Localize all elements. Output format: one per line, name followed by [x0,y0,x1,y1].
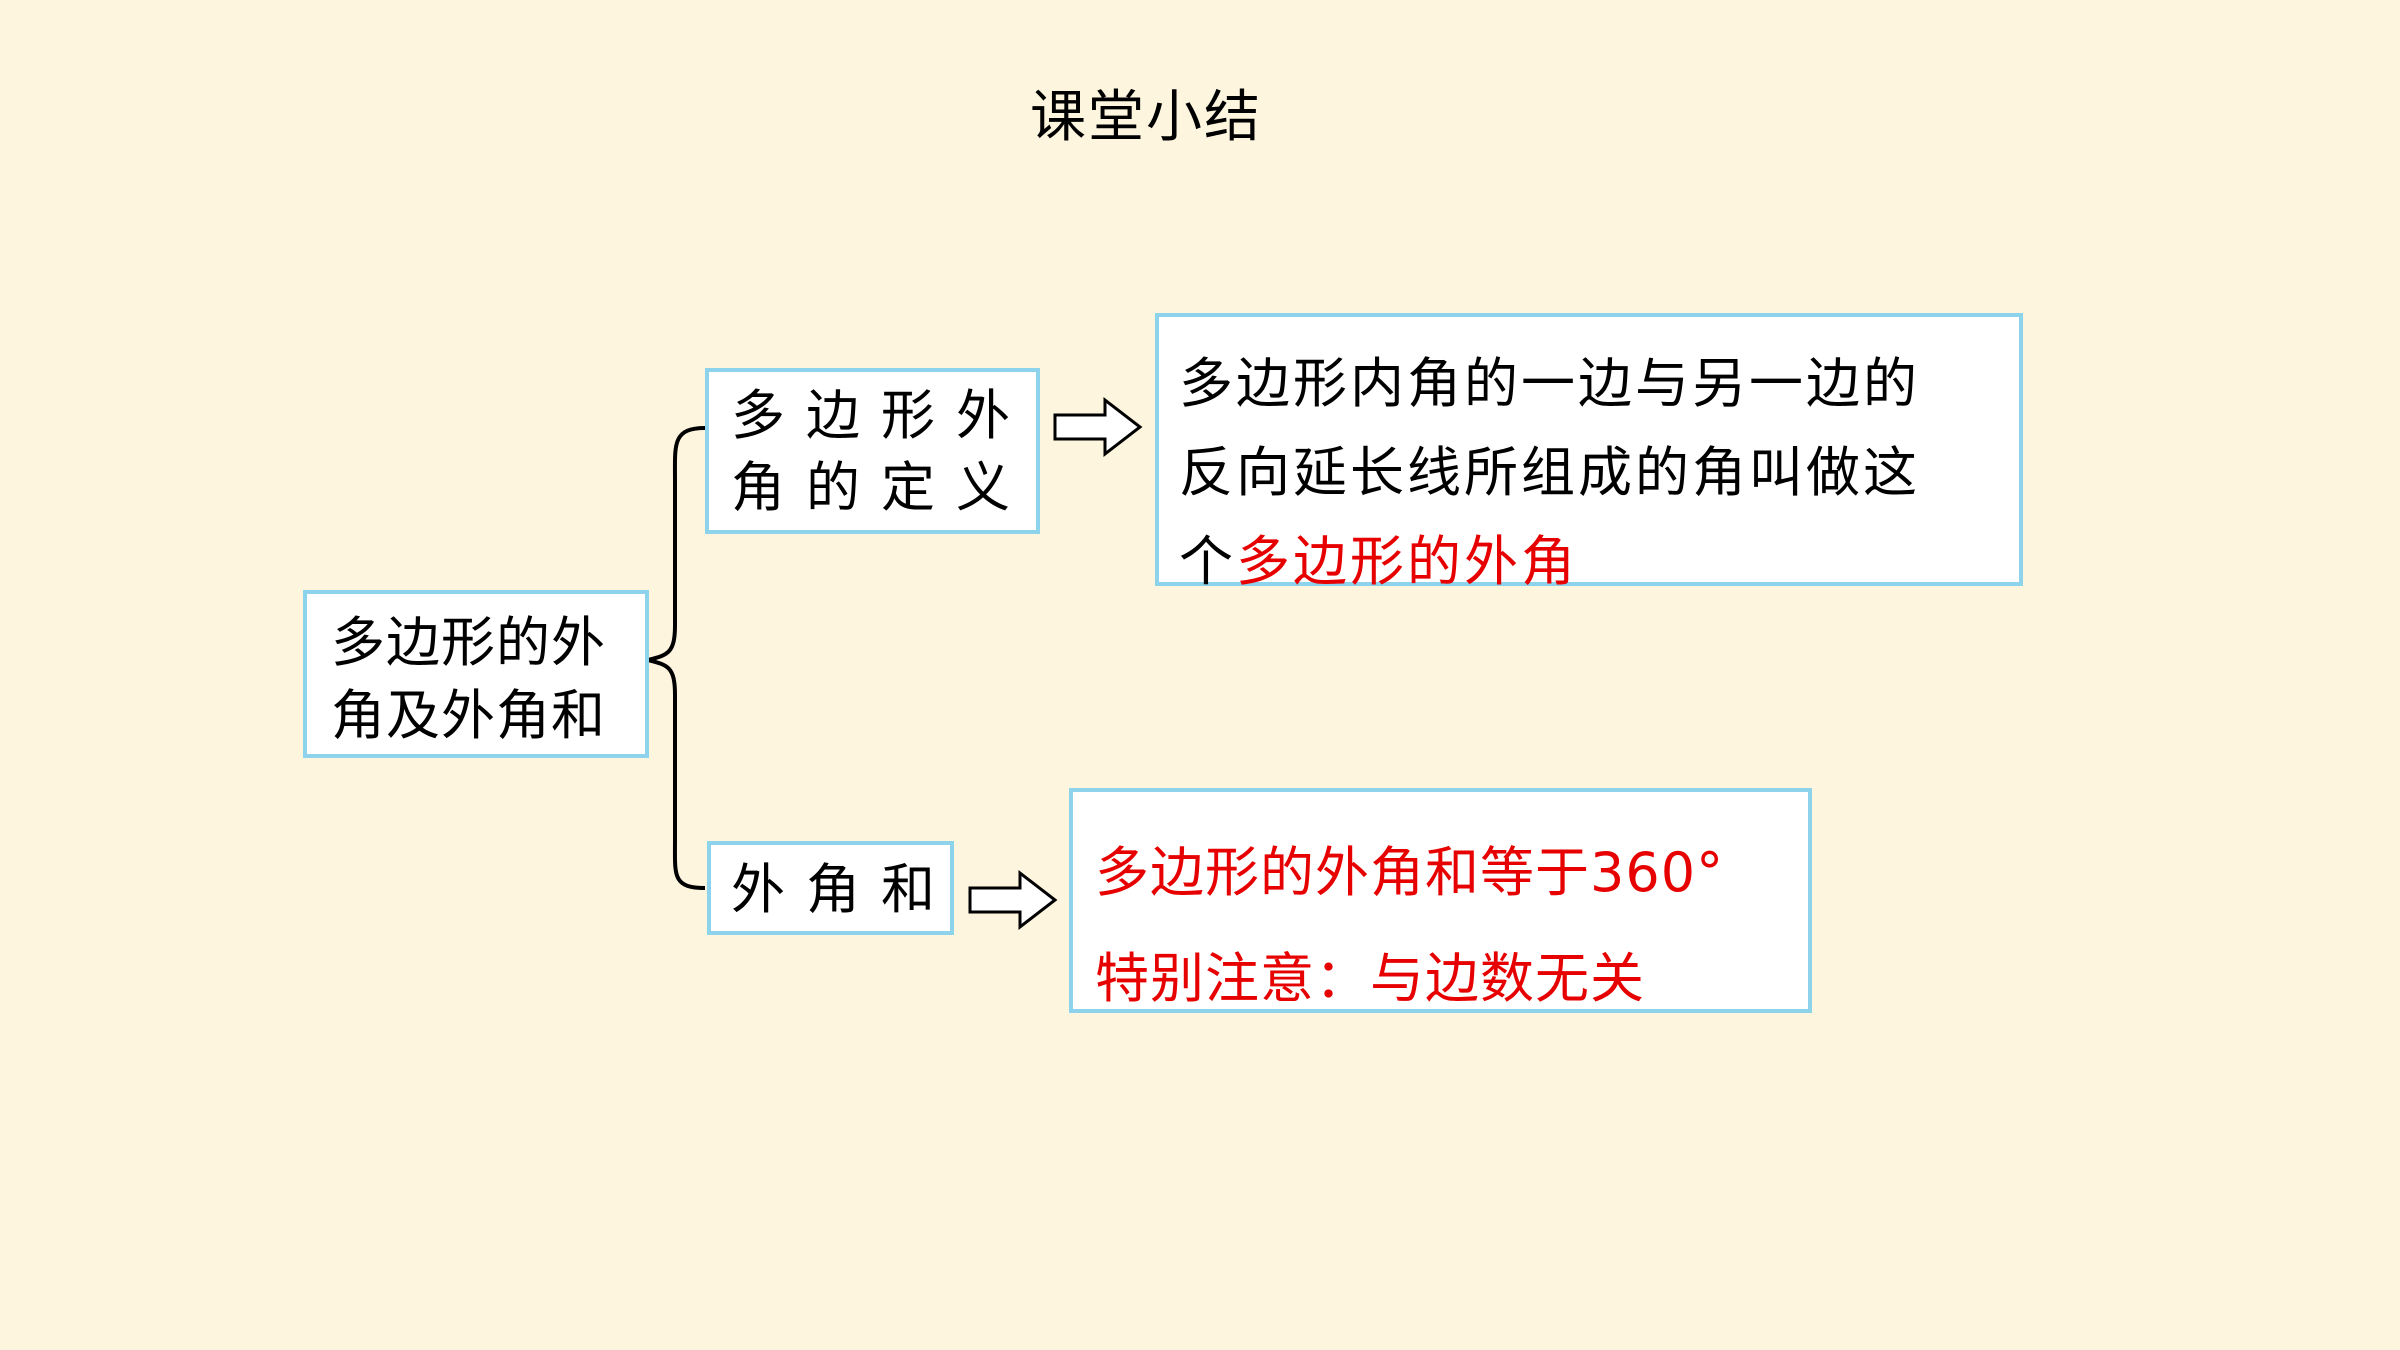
definition-branch-box: 多边形外 角的定义 [705,368,1040,534]
brace-connector [647,426,706,890]
arrow-to-sum [968,869,1058,931]
sum-detail-line-1: 多边形的外角和等于360° [1095,841,1725,904]
definition-branch-line-1: 多边形外 [731,384,1031,447]
root-topic-line-2: 角及外角和 [331,684,606,747]
sum-branch-box: 外角和 [707,841,954,935]
slide-title: 课堂小结 [1030,85,1262,150]
root-topic-line-1: 多边形的外 [331,611,606,674]
definition-detail-line-2: 反向延长线所组成的角叫做这 [1179,441,1920,504]
definition-detail-prefix: 个 [1179,530,1236,593]
definition-detail-line-1: 多边形内角的一边与另一边的 [1179,352,1920,415]
definition-branch-line-2: 角的定义 [731,456,1031,519]
definition-detail-box: 多边形内角的一边与另一边的 反向延长线所组成的角叫做这 个多边形的外角 [1155,313,2023,593]
definition-detail-highlight: 多边形的外角 [1236,530,1578,593]
definition-detail-line-3: 个多边形的外角 [1179,517,2019,606]
root-topic-box: 多边形的外 角及外角和 [303,590,649,758]
arrow-to-definition [1053,396,1143,458]
sum-detail-box: 多边形的外角和等于360° 特别注意：与边数无关 [1069,788,1812,1013]
sum-branch-label: 外角和 [731,858,956,921]
sum-detail-line-2: 特别注意：与边数无关 [1095,947,1645,1010]
